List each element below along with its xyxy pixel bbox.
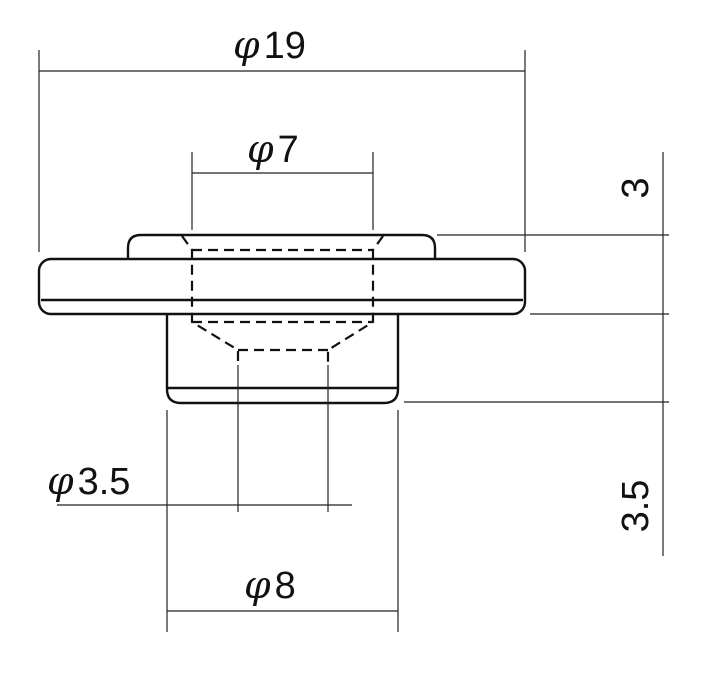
top-collar <box>126 233 437 259</box>
dimension-heights: 3 3.5 <box>404 152 669 556</box>
dimension-value: 8 <box>275 565 296 607</box>
flange <box>37 257 527 316</box>
dimension-label-height-3-5: 3.5 <box>615 480 657 533</box>
dimension-value: 7 <box>278 129 299 171</box>
phi-symbol: φ <box>47 459 74 503</box>
dimension-value: 3.5 <box>78 461 131 503</box>
boss <box>165 314 400 405</box>
phi-symbol: φ <box>247 127 274 171</box>
hidden-lines <box>181 235 384 365</box>
phi-symbol: φ <box>244 563 271 607</box>
dimension-value: 19 <box>264 25 306 67</box>
part-outline <box>37 233 527 405</box>
phi-symbol: φ <box>233 23 260 67</box>
dimension-label-height-3: 3 <box>615 177 657 198</box>
